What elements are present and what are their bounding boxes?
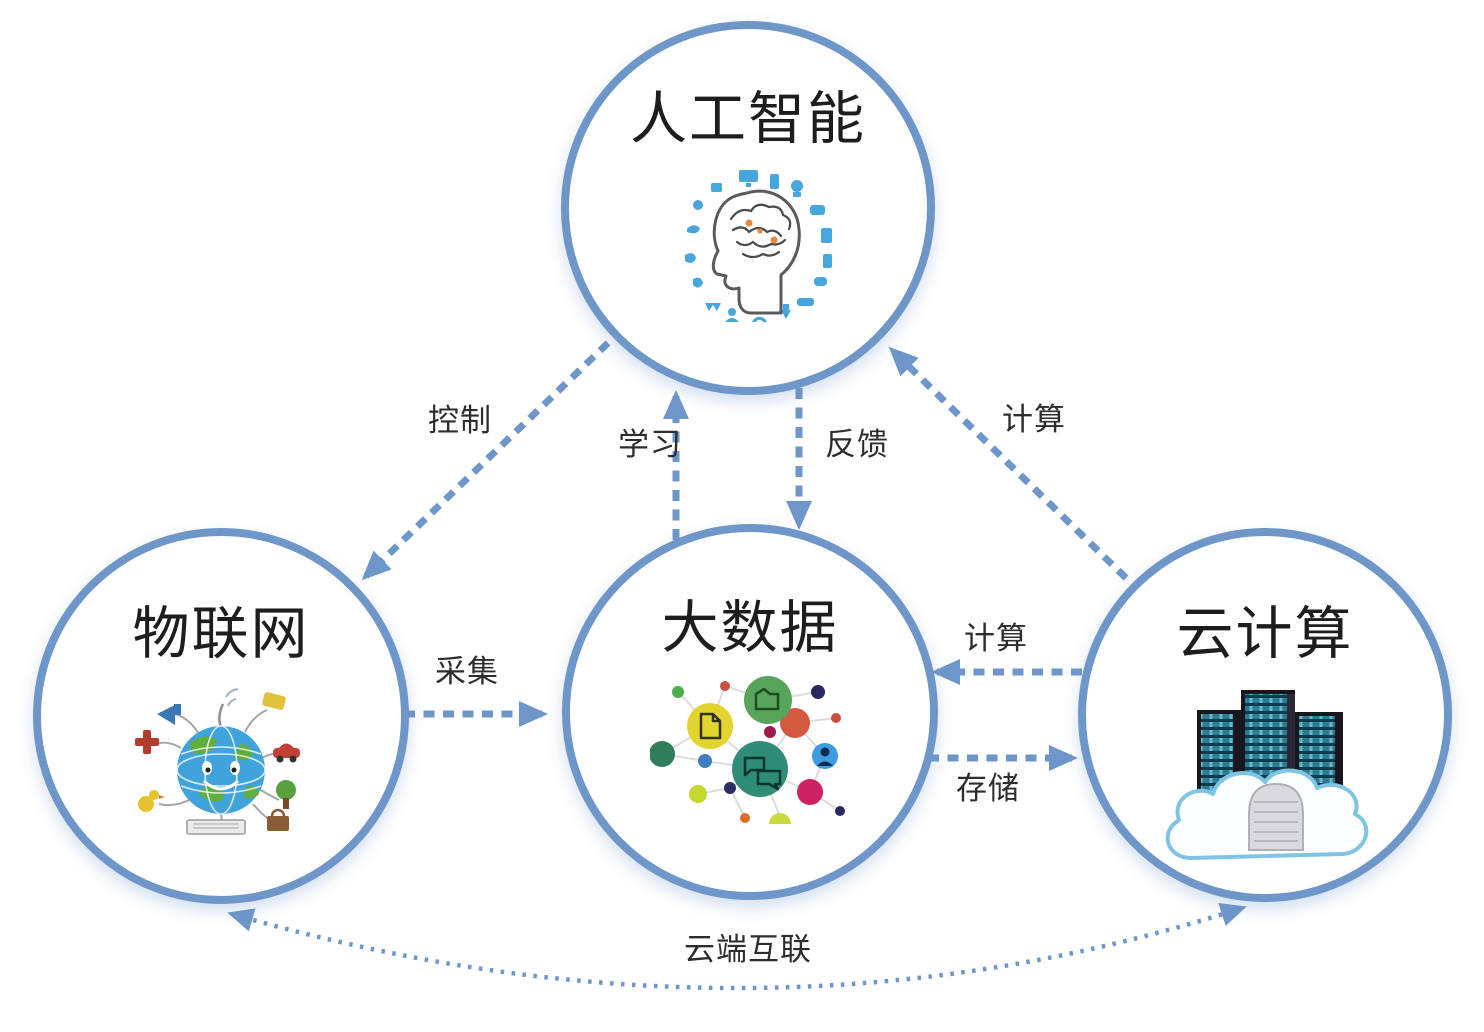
node-cloud: 云计算	[1078, 528, 1452, 902]
edge-control-arrow	[361, 340, 611, 581]
edge-label-store: 存储	[956, 771, 1020, 806]
iot-globe-devices-icon	[134, 688, 300, 835]
node-bigdata-title: 大数据	[661, 596, 839, 660]
node-ai: 人工智能	[561, 21, 935, 395]
node-ai-title: 人工智能	[630, 87, 866, 151]
edge-label-feedback: 反馈	[825, 427, 889, 462]
cloud-servers-icon	[1165, 690, 1368, 860]
node-iot-title: 物联网	[132, 602, 310, 666]
edge-label-compute-bd: 计算	[964, 621, 1028, 656]
node-cloud-title: 云计算	[1176, 602, 1354, 666]
edge-compute-ai-arrow	[888, 346, 1129, 581]
node-iot: 物联网	[33, 528, 409, 904]
edge-label-compute-ai: 计算	[1002, 402, 1066, 437]
edge-label-collect: 采集	[435, 654, 499, 689]
ai-head-brain-icon	[685, 170, 832, 322]
bigdata-network-icon	[650, 676, 845, 824]
edge-label-learn: 学习	[618, 427, 682, 462]
node-bigdata: 大数据	[562, 524, 938, 900]
edge-label-cloud-link: 云端互联	[684, 932, 812, 967]
edge-label-control: 控制	[428, 403, 492, 438]
